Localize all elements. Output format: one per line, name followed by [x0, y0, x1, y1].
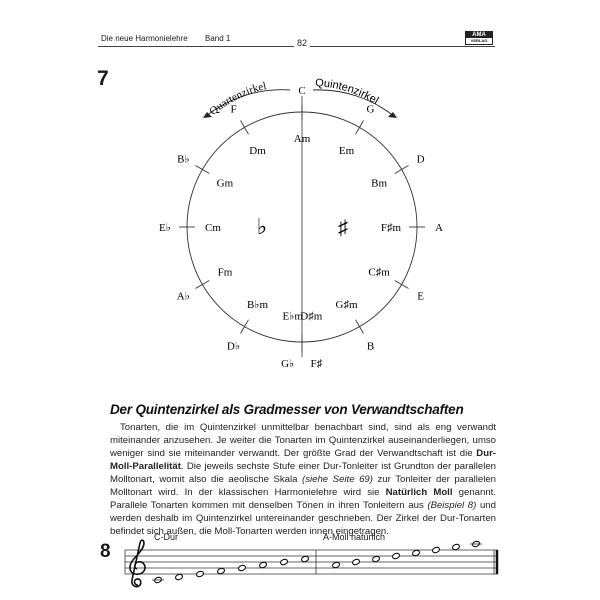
example-reference: (Beispiel 8) — [427, 500, 477, 511]
text-run: zur Tonleiter der parallelen Molltonart … — [110, 474, 497, 498]
publisher-logo: AMA VERLAG — [465, 31, 493, 45]
whole-note — [351, 558, 361, 566]
minor-key-label: F♯m — [381, 222, 402, 234]
arrow-head-left-icon — [203, 112, 212, 118]
key-tick — [394, 165, 409, 174]
scale-notes — [152, 540, 482, 584]
book-title: Die neue Harmonielehre — [101, 34, 188, 43]
text-run: und werden deshalb im Quintenzirkel unte… — [110, 500, 496, 537]
whole-note — [300, 555, 310, 563]
text-run: genannt. Parallele Tonarten kommen mit d… — [110, 487, 496, 511]
major-key-label: A — [435, 222, 443, 234]
major-key-label: G♭ — [281, 358, 294, 370]
major-key-label: D — [417, 154, 425, 166]
minor-key-label: Cm — [205, 222, 221, 234]
key-tick — [355, 319, 364, 334]
major-key-label: A♭ — [177, 291, 190, 303]
whole-note — [237, 564, 247, 572]
whole-note — [258, 561, 268, 569]
key-labels: C G D A E B F♯ G♭ D♭ A♭ E♭ B♭ F AmEmBmF♯mC♯mG♯mD♯mE♭m… — [159, 85, 443, 370]
whole-note — [216, 567, 226, 575]
key-tick — [240, 120, 249, 135]
whole-note — [411, 549, 421, 557]
minor-key-label: Dm — [249, 145, 266, 157]
minor-key-label: G♯m — [336, 299, 358, 311]
whole-note — [431, 546, 441, 554]
major-key-label: E♭ — [159, 222, 171, 234]
minor-key-label: Fm — [218, 267, 233, 279]
major-key-label: F♯ — [311, 358, 323, 370]
minor-key-label: E♭m — [282, 311, 303, 323]
major-key-label: F — [230, 103, 236, 115]
label-a-moll: A-Moll natürlich — [323, 532, 386, 542]
whole-note — [391, 552, 401, 560]
text-run: . Die jeweils sechste Stufe einer Dur-To… — [110, 461, 496, 485]
major-key-label: B♭ — [177, 154, 190, 166]
minor-key-label: D♯m — [300, 311, 322, 323]
article-paragraph: Tonarten, die im Quintenzirkel unmittelb… — [110, 421, 496, 538]
major-key-label: E — [417, 291, 424, 303]
key-tick — [195, 165, 210, 174]
page-reference: (siehe Seite 69) — [302, 474, 373, 485]
major-key-label: B — [367, 341, 374, 353]
fifth-circle-arrow — [312, 89, 396, 118]
minor-key-label: C♯m — [368, 267, 390, 279]
minor-key-label: Em — [339, 145, 355, 157]
example-number-8: 8 — [100, 541, 111, 562]
major-key-label: G — [367, 103, 375, 115]
page-header: Die neue Harmonielehre Band 1 82 AMA VER… — [0, 0, 600, 50]
term-natuerlich-moll: Natürlich Moll — [385, 487, 453, 498]
arrow-head-right-icon — [388, 112, 397, 118]
whole-note — [331, 561, 341, 569]
logo-line-1: AMA — [466, 32, 492, 38]
whole-note — [279, 558, 289, 566]
article-heading: Der Quintenzirkel als Gradmesser von Ver… — [110, 402, 464, 417]
staff-lines — [125, 549, 498, 575]
key-tick — [195, 280, 210, 289]
key-tick — [240, 319, 249, 334]
example-number-7: 7 — [97, 67, 109, 90]
label-c-dur: C-Dur — [154, 532, 178, 542]
quarter-circle-arrow — [204, 89, 291, 118]
page-number: 82 — [294, 38, 311, 48]
minor-key-label: Am — [294, 133, 311, 145]
minor-key-label: B♭m — [247, 299, 269, 311]
flat-sign: ♭ — [257, 214, 267, 239]
key-tick — [355, 120, 364, 135]
text-run: Tonarten, die im Quintenzirkel unmittelb… — [110, 422, 496, 459]
whole-note — [451, 543, 461, 551]
whole-note — [195, 570, 205, 578]
key-ticks — [179, 104, 425, 352]
article: Der Quintenzirkel als Gradmesser von Ver… — [110, 402, 496, 538]
minor-key-label: Gm — [217, 178, 234, 190]
sharp-sign: ♯ — [338, 217, 348, 239]
minor-key-label: Bm — [371, 178, 387, 190]
volume-label: Band 1 — [205, 34, 231, 43]
major-key-label: C — [298, 85, 305, 97]
term-dur-moll: Dur-Moll-Parallelität — [110, 448, 496, 472]
whole-note — [371, 555, 381, 563]
treble-clef-icon — [129, 539, 146, 588]
whole-note — [174, 573, 184, 581]
major-key-label: D♭ — [227, 341, 240, 353]
logo-line-2: VERLAG — [470, 38, 488, 43]
key-tick — [394, 280, 409, 289]
